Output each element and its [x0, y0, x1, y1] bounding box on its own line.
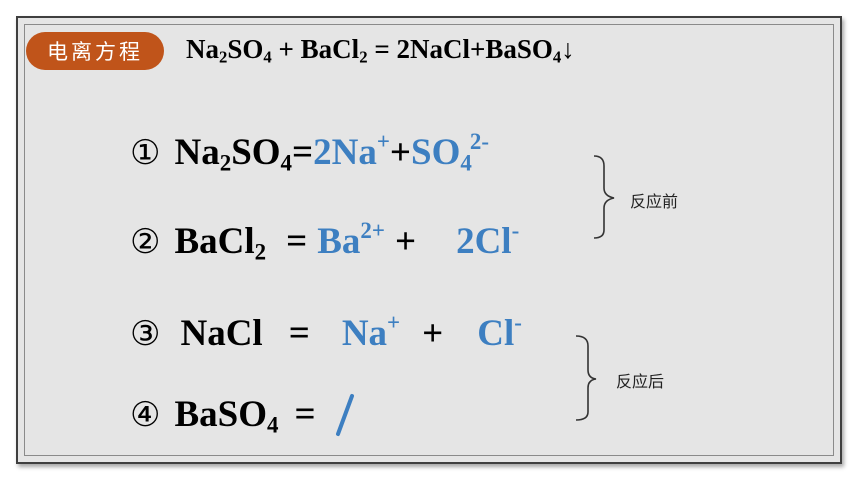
inner-border [24, 24, 834, 456]
not-equal-slash-icon [336, 394, 354, 436]
brace-before-icon [593, 155, 615, 239]
down-arrow-icon: ↓ [561, 34, 575, 64]
circled-number-4: ④ [130, 395, 161, 435]
circled-number-1: ① [130, 133, 161, 173]
label-after: 反应后 [616, 372, 665, 391]
main-equation: Na2SO4 + BaCl2 = 2NaCl+BaSO4↓ [186, 34, 575, 67]
badge-label: 电离方程 [47, 40, 143, 64]
brace-after-icon [575, 335, 597, 421]
slide-frame [16, 16, 842, 464]
circled-number-2: ② [130, 222, 161, 262]
label-before: 反应前 [630, 192, 679, 211]
section-badge: 电离方程 [26, 32, 164, 70]
circled-number-3: ③ [130, 314, 161, 354]
